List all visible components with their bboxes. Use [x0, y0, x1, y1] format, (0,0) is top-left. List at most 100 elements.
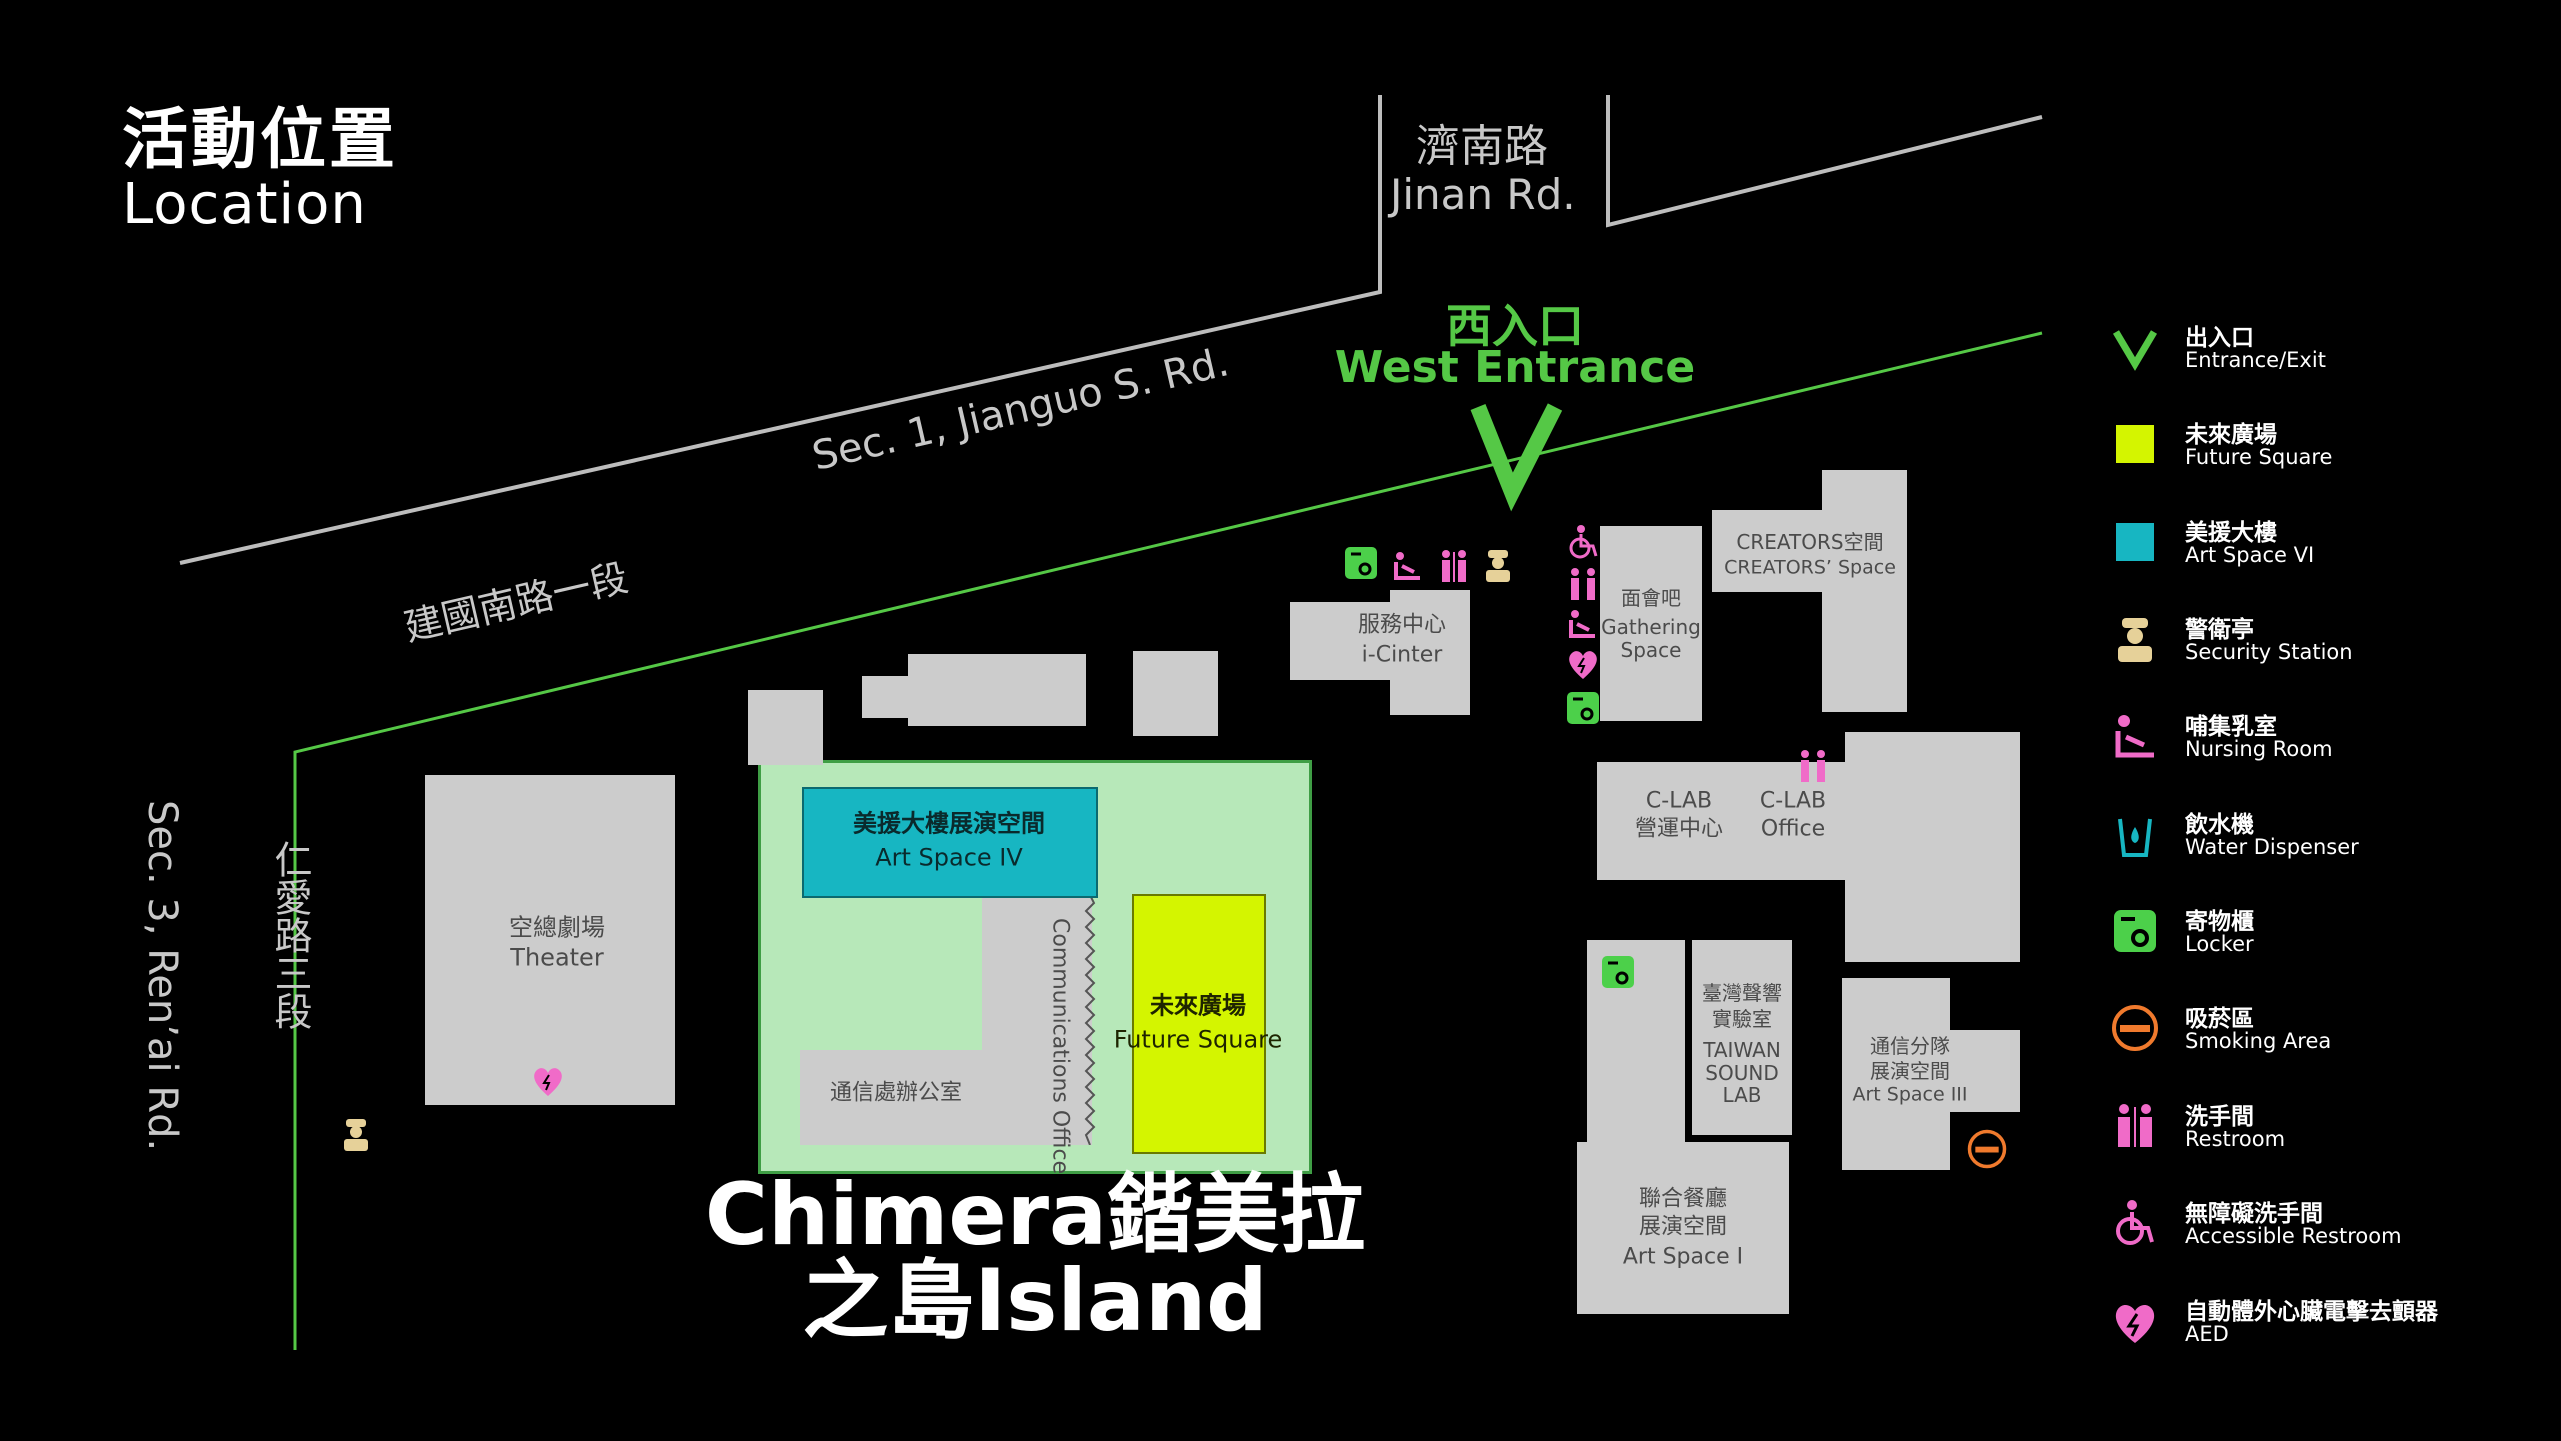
legend-label-en: Security Station	[2185, 640, 2353, 664]
communications-wave-edge	[1084, 895, 1096, 1145]
island-title-line2: 之島Island	[802, 1251, 1268, 1351]
communications-office-label-en: Communications Office	[1047, 918, 1073, 1175]
building-small-c	[908, 654, 1086, 726]
legend-water: 飲水機 Water Dispenser	[2110, 805, 2530, 865]
sound-lab-label-zh1: 臺灣聲響	[1702, 981, 1782, 1005]
art-space-iii-label-en: Art Space III	[1852, 1083, 1968, 1106]
building-small-a	[748, 690, 823, 765]
building-art-space-iii-wing	[1940, 1030, 2020, 1112]
legend-locker: 寄物櫃 Locker	[2110, 902, 2530, 962]
aed-icon	[1569, 651, 1597, 679]
road-renai-zh: 仁愛路三段	[268, 840, 312, 1030]
art-space-iv-label-en: Art Space IV	[875, 843, 1023, 872]
locker-icon	[1345, 547, 1377, 579]
building-icenter	[1390, 590, 1470, 715]
art-space-iii-label-zh1: 通信分隊	[1870, 1034, 1950, 1058]
building-icenter-wing	[1290, 602, 1390, 680]
art-space-i-label-en: Art Space I	[1622, 1244, 1744, 1270]
sound-lab-label-zh2: 實驗室	[1712, 1007, 1772, 1031]
gathering-label-zh: 面會吧	[1621, 586, 1681, 610]
security-icon	[344, 1119, 368, 1151]
legend-aed: 自動體外心臟電擊去顫器 AED	[2110, 1292, 2530, 1352]
nursing-icon	[1394, 552, 1420, 580]
legend-label-zh: 飲水機	[2185, 812, 2254, 838]
legend-label-zh: 自動體外心臟電擊去顫器	[2185, 1299, 2438, 1325]
legend-security: 警衛亭 Security Station	[2110, 610, 2530, 670]
building-theater	[425, 775, 675, 1105]
legend-label-en: Water Dispenser	[2185, 835, 2359, 859]
icenter-label-en: i-Cinter	[1361, 642, 1443, 668]
legend-label-zh: 寄物櫃	[2185, 909, 2254, 935]
smoking-icon	[2112, 1005, 2158, 1051]
legend-label-en: Future Square	[2185, 445, 2333, 469]
sound-lab-label-en3: LAB	[1722, 1083, 1762, 1107]
legend-label-en: Nursing Room	[2185, 737, 2333, 761]
locker-icon	[1567, 692, 1599, 724]
restroom-icon	[1801, 750, 1825, 782]
building-communications-office-wing	[800, 1050, 1092, 1145]
future-square-swatch	[2116, 425, 2154, 463]
building-gathering-space	[1600, 526, 1702, 721]
building-future-square	[1132, 894, 1266, 1154]
building-art-space-iii	[1842, 978, 1950, 1170]
art-space-i-label-zh1: 聯合餐廳	[1638, 1186, 1728, 1212]
nursing-icon	[1569, 610, 1595, 638]
icenter-label-zh: 服務中心	[1357, 612, 1447, 638]
aed-icon	[2115, 1304, 2155, 1343]
sound-lab-label-en1: TAIWAN	[1703, 1038, 1781, 1062]
building-small-d	[1133, 651, 1218, 736]
page-title-zh: 活動位置	[122, 101, 398, 178]
clab-office-label-en2: Office	[1760, 816, 1826, 842]
jianguo-road-line	[179, 95, 1382, 565]
legend-label-zh: 美援大樓	[2185, 520, 2277, 546]
restroom-icon	[1571, 568, 1595, 600]
road-renai-en: Sec. 3, Ren’ai Rd.	[139, 800, 185, 1152]
legend-label-en: Smoking Area	[2185, 1029, 2332, 1053]
locker-icon	[1602, 956, 1634, 988]
aed-icon	[534, 1068, 562, 1096]
creators-label-en: CREATORS’ Space	[1724, 556, 1896, 579]
legend-nursing: 哺集乳室 Nursing Room	[2110, 707, 2530, 767]
legend-label-en: Art Space VI	[2185, 543, 2315, 567]
legend-label-zh: 警衛亭	[2185, 617, 2254, 643]
legend-label-zh: 洗手間	[2185, 1104, 2254, 1130]
clab-office-label-en: C-LAB	[1759, 788, 1827, 814]
legend-accessible: 無障礙洗手間 Accessible Restroom	[2110, 1194, 2530, 1254]
legend-future-square: 未來廣場 Future Square	[2110, 415, 2530, 475]
water-icon	[2118, 818, 2152, 857]
legend-label-zh: 出入口	[2185, 325, 2254, 351]
legend-label-en: Restroom	[2185, 1127, 2286, 1151]
accessible-icon	[2116, 1200, 2154, 1245]
building-taiwan-sound-lab	[1692, 940, 1792, 1135]
legend-label-zh: 哺集乳室	[2185, 714, 2277, 740]
building-art-space-iv	[802, 787, 1098, 898]
site-boundary-line	[293, 331, 2043, 1350]
gathering-label-en2: Space	[1620, 638, 1682, 662]
west-entrance-en: West Entrance	[1334, 342, 1696, 393]
locker-icon	[2114, 910, 2156, 952]
restroom-icon	[2118, 1104, 2152, 1147]
communications-office-label-zh: 通信處辦公室	[829, 1080, 963, 1106]
nursing-icon	[2115, 715, 2154, 758]
restroom-icon	[1442, 550, 1466, 582]
legend-art-space: 美援大樓 Art Space VI	[2110, 513, 2530, 573]
building-art-space-i	[1577, 1142, 1789, 1314]
theater-label-en: Theater	[510, 943, 604, 972]
security-icon	[2118, 618, 2152, 662]
accessible-icon	[1569, 525, 1598, 559]
island-title: Chimera鍇美拉 之島Island	[655, 1172, 1415, 1344]
legend-smoking: 吸菸區 Smoking Area	[2110, 999, 2530, 1059]
legend-restroom: 洗手間 Restroom	[2110, 1097, 2530, 1157]
west-entrance-zh: 西入口	[1446, 299, 1584, 353]
art-space-i-label-zh2: 展演空間	[1638, 1214, 1728, 1240]
clab-ops-label-zh: 營運中心	[1634, 816, 1724, 842]
road-jinan-zh: 濟南路	[1416, 121, 1548, 172]
jinan-road-line	[1606, 95, 2043, 228]
art-space-iv-label-zh: 美援大樓展演空間	[853, 809, 1045, 838]
future-square-label-en: Future Square	[1113, 1025, 1283, 1054]
island-title-line1: Chimera鍇美拉	[704, 1165, 1366, 1265]
road-jinan-en: Jinan Rd.	[1390, 170, 1576, 219]
security-icon	[1486, 550, 1510, 582]
page-title-en: Location	[122, 172, 367, 237]
theater-label-zh: 空總劇場	[509, 913, 605, 942]
